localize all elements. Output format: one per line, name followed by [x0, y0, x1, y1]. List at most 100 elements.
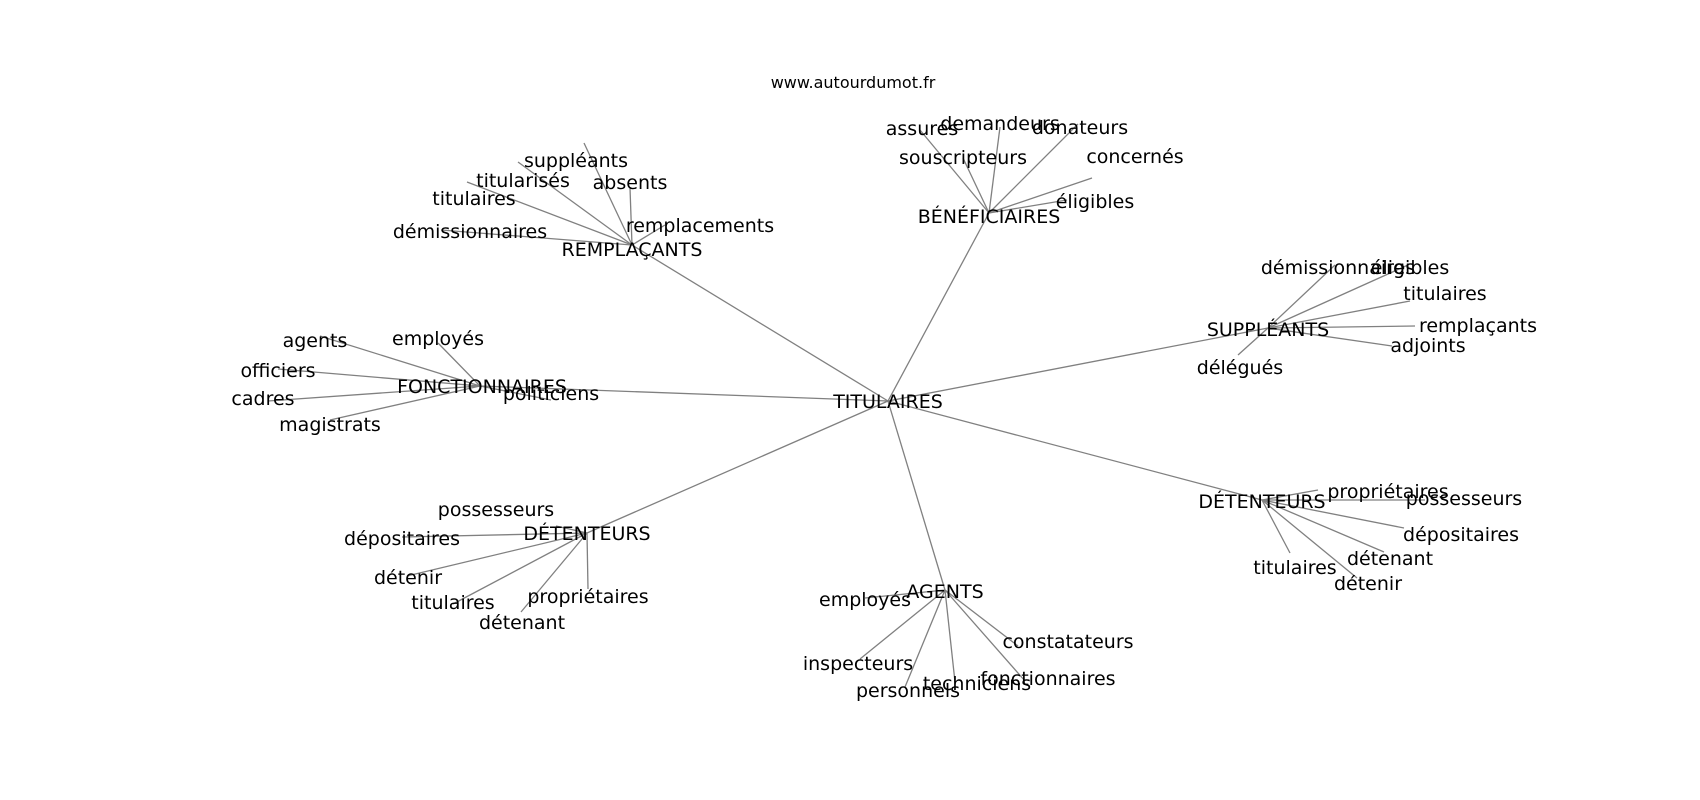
edge-suppleants-cluster-remplacants: [1267, 325, 1416, 329]
leaf-detenteurs-right-proprietaires: propriétaires: [1327, 481, 1448, 503]
leaf-detenteurs-left-depositaires: dépositaires: [344, 528, 460, 550]
edge-suppleants-cluster-eligibles: [1267, 264, 1409, 329]
edge-fonctionnaires-politiciens: [479, 385, 552, 401]
edge-root-remplacants: [631, 244, 889, 402]
site-label: www.autourdumot.fr: [771, 73, 936, 92]
edge-detenteurs-right-depositaires: [1261, 499, 1405, 529]
leaf-detenteurs-left-detenant: détenant: [479, 612, 565, 634]
leaf-suppleants-cluster-eligibles: éligibles: [1371, 257, 1450, 279]
edge-suppleants-cluster-adjoints: [1267, 327, 1393, 347]
leaf-beneficiaires-concernes: concernés: [1086, 146, 1183, 168]
edge-detenteurs-right-detenant: [1261, 499, 1385, 553]
leaf-fonctionnaires-politiciens: politiciens: [503, 383, 599, 405]
edge-remplacants-absents: [629, 187, 633, 246]
leaf-suppleants-cluster-demissionnaires: démissionnaires: [1261, 257, 1415, 279]
edge-detenteurs-left-proprietaires: [586, 532, 589, 590]
leaf-detenteurs-right-titulaires: titulaires: [1253, 557, 1336, 579]
leaf-remplacants-titularises: titularisés: [476, 170, 570, 192]
edge-root-suppleants-cluster: [887, 327, 1269, 402]
edge-beneficiaires-demandeurs: [988, 126, 1001, 214]
edge-root-detenteurs-left: [586, 400, 889, 534]
edge-detenteurs-left-detenir: [406, 532, 588, 577]
edge-agents-cluster-employes: [864, 589, 946, 599]
node-detenteurs-right: DÉTENTEURS: [1198, 490, 1325, 513]
leaf-suppleants-cluster-remplacants: remplaçants: [1419, 315, 1537, 337]
edge-detenteurs-left-titulaires: [452, 532, 588, 605]
edge-suppleants-cluster-delegues: [1237, 327, 1269, 356]
leaf-detenteurs-right-depositaires: dépositaires: [1403, 524, 1519, 546]
leaf-fonctionnaires-employes: employés: [392, 328, 484, 350]
edge-beneficiaires-donateurs: [988, 123, 1079, 214]
edge-root-fonctionnaires: [479, 385, 889, 402]
edge-root-detenteurs-right: [887, 400, 1263, 501]
leaf-detenteurs-left-proprietaires: propriétaires: [527, 586, 648, 608]
edge-fonctionnaires-officiers: [277, 368, 481, 387]
leaf-agents-cluster-personnels: personnels: [856, 680, 960, 702]
leaf-fonctionnaires-agents: agents: [283, 330, 348, 352]
edge-beneficiaires-souscripteurs: [962, 157, 990, 214]
edge-agents-cluster-inspecteurs: [859, 589, 946, 660]
node-suppleants-cluster: SUPPLÉANTS: [1207, 318, 1329, 341]
leaf-detenteurs-right-detenant: détenant: [1347, 548, 1433, 570]
graph-edges: [267, 123, 1425, 688]
node-remplacants: REMPLAÇANTS: [562, 239, 703, 261]
leaf-agents-cluster-inspecteurs: inspecteurs: [803, 653, 913, 675]
leaf-beneficiaires-eligibles: éligibles: [1056, 191, 1135, 213]
edge-detenteurs-right-detenir: [1261, 499, 1358, 579]
graph-labels: TITULAIRES REMPLAÇANTS suppléantstitularis…: [231, 113, 1537, 702]
leaf-agents-cluster-employes: employés: [819, 589, 911, 611]
leaf-suppleants-cluster-titulaires: titulaires: [1403, 283, 1486, 305]
leaf-suppleants-cluster-delegues: délégués: [1197, 357, 1283, 379]
leaf-suppleants-cluster-adjoints: adjoints: [1390, 335, 1465, 357]
node-detenteurs-left: DÉTENTEURS: [523, 522, 650, 545]
edge-fonctionnaires-agents: [319, 335, 481, 387]
leaf-detenteurs-right-detenir: détenir: [1334, 573, 1402, 595]
edge-detenteurs-left-possesseurs: [555, 525, 588, 534]
leaf-detenteurs-left-detenir: détenir: [374, 567, 442, 589]
edge-root-agents-cluster: [887, 400, 946, 591]
edge-beneficiaires-concernes: [988, 177, 1093, 214]
edge-suppleants-cluster-titulaires: [1267, 300, 1411, 329]
leaf-beneficiaires-donateurs: donateurs: [1032, 117, 1128, 139]
leaf-beneficiaires-souscripteurs: souscripteurs: [899, 147, 1027, 169]
edge-detenteurs-left-depositaires: [401, 532, 588, 538]
leaf-remplacants-absents: absents: [593, 172, 668, 194]
leaf-beneficiaires-demandeurs: demandeurs: [940, 113, 1059, 135]
edge-agents-cluster-constatateurs: [944, 589, 1019, 647]
leaf-agents-cluster-fonctionnaires: fonctionnaires: [980, 668, 1115, 690]
node-agents-cluster: AGENTS: [906, 581, 983, 603]
edge-beneficiaires-assures: [919, 129, 990, 214]
edge-fonctionnaires-magistrats: [329, 385, 481, 421]
node-fonctionnaires: FONCTIONNAIRES: [397, 376, 567, 398]
edge-remplacants-suppleants: [583, 142, 633, 246]
edge-agents-cluster-fonctionnaires: [944, 589, 1026, 682]
edge-remplacants-demissionnaires: [440, 229, 633, 246]
edge-remplacants-remplacements: [631, 224, 666, 246]
leaf-remplacants-remplacements: remplacements: [626, 215, 774, 237]
node-beneficiaires: BÉNÉFICIAIRES: [918, 205, 1061, 228]
edge-fonctionnaires-cadres: [267, 385, 481, 402]
leaf-detenteurs-right-possesseurs: possesseurs: [1406, 488, 1522, 510]
node-root: TITULAIRES: [832, 391, 943, 413]
leaf-detenteurs-left-possesseurs: possesseurs: [438, 499, 554, 521]
leaf-agents-cluster-techniciens: techniciens: [923, 673, 1031, 695]
leaf-remplacants-suppleants: suppléants: [524, 150, 628, 172]
edge-detenteurs-left-detenant: [520, 532, 588, 613]
edge-agents-cluster-personnels: [904, 589, 946, 688]
edge-detenteurs-right-titulaires: [1261, 499, 1291, 554]
leaf-beneficiaires-assures: assurés: [886, 118, 958, 140]
edge-root-beneficiaires: [887, 212, 990, 402]
edge-agents-cluster-techniciens: [944, 589, 956, 683]
edge-suppleants-cluster-demissionnaires: [1267, 264, 1336, 329]
leaf-remplacants-demissionnaires: démissionnaires: [393, 221, 547, 243]
leaf-fonctionnaires-magistrats: magistrats: [279, 414, 381, 436]
leaf-agents-cluster-constatateurs: constatateurs: [1002, 631, 1133, 653]
edge-fonctionnaires-employes: [437, 342, 481, 387]
leaf-fonctionnaires-cadres: cadres: [231, 388, 294, 410]
leaf-detenteurs-left-titulaires: titulaires: [411, 592, 494, 614]
leaf-fonctionnaires-officiers: officiers: [240, 360, 315, 382]
edge-detenteurs-right-proprietaires: [1261, 489, 1319, 501]
edge-remplacants-titularises: [517, 161, 633, 246]
leaf-remplacants-titulaires: titulaires: [432, 188, 515, 210]
